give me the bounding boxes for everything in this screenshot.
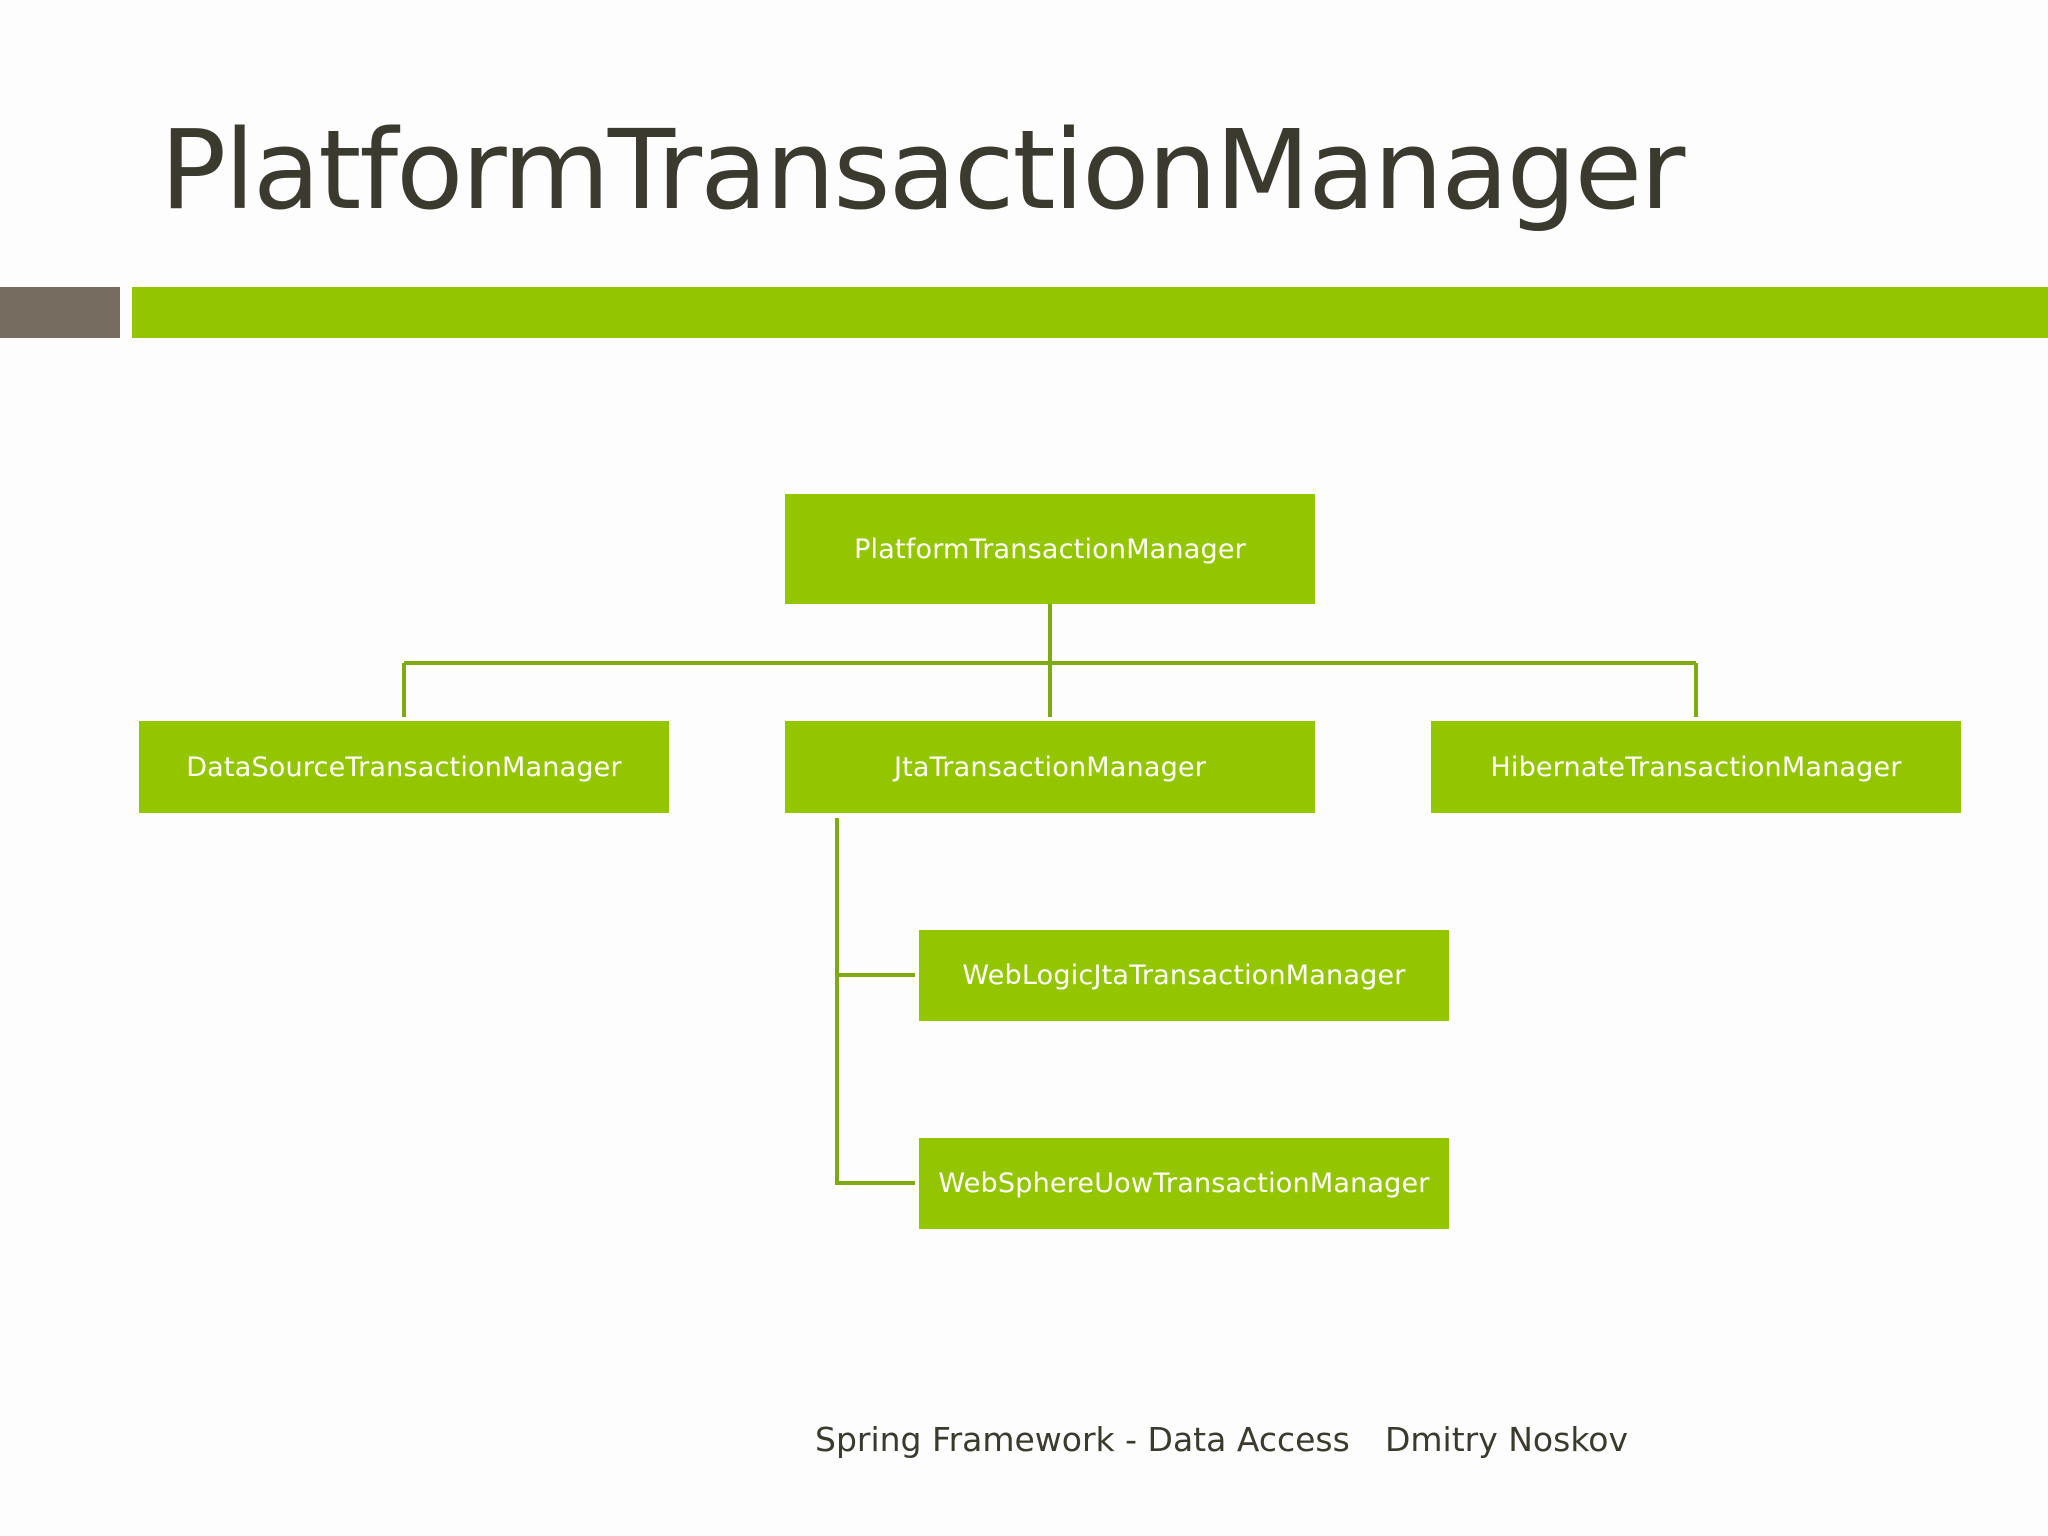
node-platform-transaction-manager: PlatformTransactionManager [785, 494, 1315, 604]
node-weblogic-jta-transaction-manager: WebLogicJtaTransactionManager [919, 930, 1449, 1021]
node-datasource-transaction-manager: DataSourceTransactionManager [139, 721, 669, 813]
node-jta-transaction-manager: JtaTransactionManager [785, 721, 1315, 813]
slide-title: PlatformTransactionManager [160, 106, 1685, 234]
node-websphere-uow-transaction-manager: WebSphereUowTransactionManager [919, 1138, 1449, 1229]
title-underline-gray [0, 287, 120, 338]
footer-author: Dmitry Noskov [1385, 1420, 1628, 1459]
title-underline-green [132, 287, 2048, 338]
footer-topic: Spring Framework - Data Access [815, 1420, 1350, 1459]
node-hibernate-transaction-manager: HibernateTransactionManager [1431, 721, 1961, 813]
